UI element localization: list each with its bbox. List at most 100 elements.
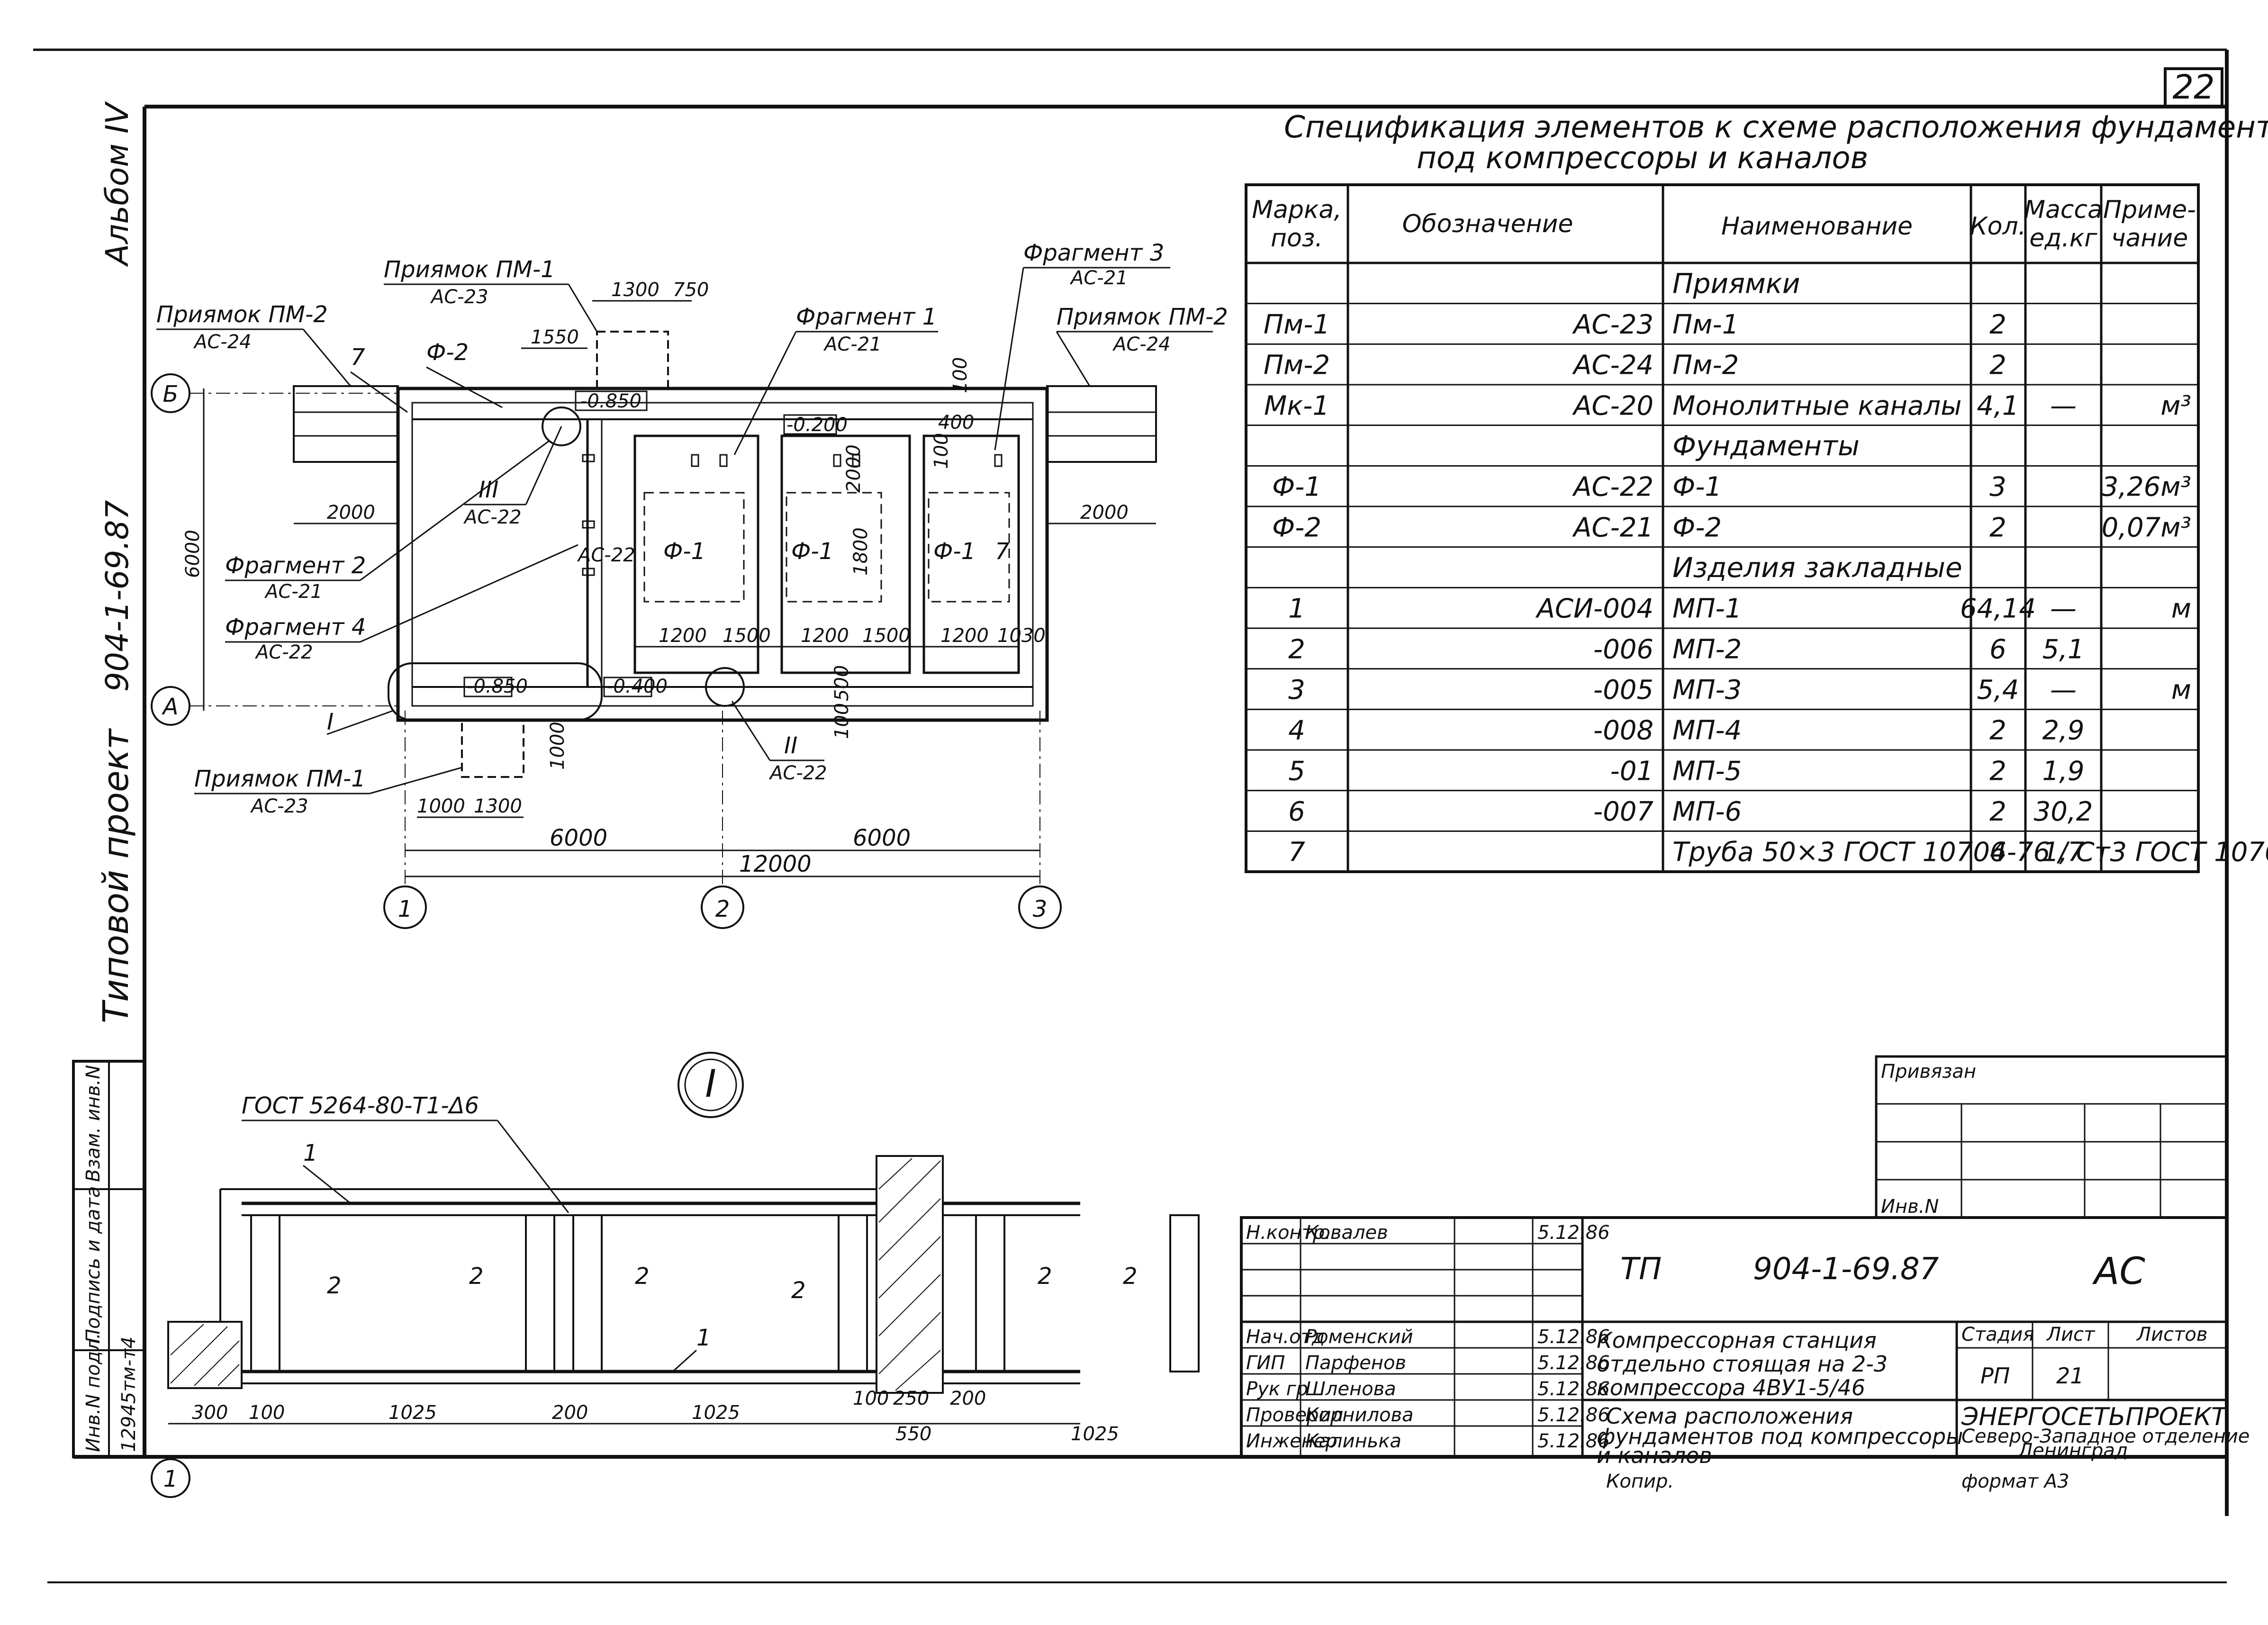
spec-cell-name: Труба 50×3 ГОСТ 10704-76 / Ст3 ГОСТ 1070… (1672, 837, 2268, 868)
spec-cell-name: МП-3 (1672, 675, 1742, 705)
dim-1300-bottom: 1300 (474, 795, 522, 817)
replace-inv-label: Взам. инв.N (82, 1065, 104, 1182)
sign-date-label: Подпись и дата (82, 1186, 104, 1343)
detail-dim-250: 250 (893, 1388, 929, 1409)
spec-cell-designation: АС-22 (1572, 472, 1654, 503)
detail-dim-100: 100 (249, 1402, 285, 1424)
spec-cell-mass: 30,2 (2034, 796, 2093, 827)
spec-cell-name: МП-2 (1672, 634, 1742, 665)
spec-cell-designation: АС-21 (1572, 512, 1654, 543)
spec-cell-note: м (2171, 594, 2191, 624)
spec-cell-qty: 2 (1989, 512, 2006, 543)
spec-cell-mass: 1,7 (2042, 837, 2084, 868)
callout-pm1-top: Приямок ПМ-1 (384, 256, 555, 283)
tb-role-label: Проверил (1246, 1404, 1343, 1426)
tb-sheet: 21 (2056, 1363, 2084, 1389)
callout-pos7a: 7 (351, 344, 365, 370)
dim-1000-vertical: 1000 (547, 722, 569, 770)
dim-6000-a: 6000 (550, 825, 607, 851)
tb-stage: РП (1980, 1363, 2010, 1389)
tb-stage-label: Стадия (1961, 1324, 2034, 1345)
callout-ac22: АС-22 (577, 544, 635, 566)
tb-role-date: 5.12.86 (1537, 1378, 1610, 1400)
tb-project-desc-2: отдельно стоящая на 2-3 (1597, 1351, 1888, 1377)
detail-mark-2-d: 2 (791, 1277, 806, 1304)
level-mark-4: -0.400 (606, 676, 668, 697)
spec-cell-name: Ф-1 (1672, 472, 1722, 503)
spec-cell-mark: Ф-2 (1272, 512, 1321, 543)
dim-2000-right: 2000 (1080, 502, 1129, 524)
dim-1200-a: 1200 (659, 625, 707, 647)
detail-dim-200-b: 200 (950, 1388, 986, 1409)
detail-section: I ГОСТ 5264-80-Т1-Δ6 (151, 1052, 1200, 1498)
spec-cell-mass: — (2050, 594, 2077, 624)
dim-1500-a: 1500 (723, 625, 771, 647)
stamp-box: Привязан Инв.N (1875, 1055, 2228, 1219)
tb-role-label: Инженер (1246, 1430, 1337, 1452)
spec-table: Спецификация элементов к схеме расположе… (1245, 110, 2268, 873)
callout-pm1-bottom: Приямок ПМ-1 (194, 766, 366, 792)
spec-cell-name: МП-4 (1672, 715, 1742, 746)
detail-dim-200: 200 (552, 1402, 588, 1424)
dim-1030: 1030 (997, 625, 1046, 647)
foundation-label-3: Ф-1 (933, 538, 976, 565)
hdr-mass-1: Масса (2024, 196, 2103, 224)
tb-role-label: Нач.отд (1246, 1326, 1325, 1348)
spec-cell-mass: — (2050, 390, 2077, 421)
spec-section-title: Изделия закладные (1672, 551, 1962, 584)
spec-cell-designation: -007 (1593, 796, 1654, 827)
hdr-qty: Кол. (1970, 212, 2026, 241)
dim-1200-b: 1200 (801, 625, 849, 647)
spec-cell-designation: -01 (1610, 756, 1654, 786)
spec-cell-mass: 5,1 (2042, 634, 2084, 665)
spec-cell-mark: Пм-1 (1264, 309, 1330, 340)
spec-cell-qty: 5,4 (1977, 675, 2019, 705)
detail-dim-1025-a: 1025 (389, 1402, 437, 1424)
tb-org-2: Северо-Западное отделение (1961, 1426, 2250, 1447)
detail-title: I (705, 1062, 716, 1106)
spec-cell-name: Пм-2 (1672, 350, 1739, 381)
callout-pm2-right: Приямок ПМ-2 (1057, 304, 1228, 330)
spec-cell-mark: 4 (1288, 715, 1305, 746)
tb-role-date: 5.12.86 (1537, 1326, 1610, 1348)
level-mark-2: -0.200 (786, 414, 848, 436)
album-label: Альбом IV (99, 101, 136, 267)
dim-2000-left: 2000 (327, 502, 375, 524)
hdr-mass-2: ед.кг (2029, 224, 2097, 253)
stamp-privyazan: Привязан (1881, 1061, 1976, 1083)
spec-cell-qty: 3 (1989, 472, 2006, 503)
axis-B: Б (163, 381, 179, 407)
tb-mark: АС (2092, 1250, 2145, 1293)
detail-dim-550: 550 (895, 1423, 931, 1445)
detail-mark-2-c: 2 (635, 1263, 650, 1290)
dim-1000: 1000 (417, 795, 465, 817)
spec-cell-designation: АС-23 (1572, 309, 1654, 340)
dim-12000: 12000 (739, 851, 812, 877)
callout-frag3: Фрагмент 3 (1023, 240, 1164, 266)
detail-mark-2-b: 2 (469, 1263, 484, 1290)
dim-100-b: 100 (931, 433, 952, 469)
spec-cell-qty: 2 (1989, 715, 2006, 746)
callout-f2: Ф-2 (426, 339, 469, 366)
callout-sec2-ref: АС-22 (768, 762, 827, 784)
spec-cell-note: м³ (2160, 390, 2191, 421)
detail-dim-1025-b: 1025 (692, 1402, 740, 1424)
dim-1300: 1300 (611, 279, 660, 301)
inv-value: 12945тм-т4 (118, 1336, 140, 1452)
dim-1200-c: 1200 (940, 625, 989, 647)
foundation-plan: Ф-1 Ф-1 Ф-1 -0.850 -0.200 -0.850 -0.400 (151, 240, 1228, 929)
project-code-label: 904-1-69.87 (99, 500, 136, 692)
tb-role-name: Роменский (1305, 1326, 1413, 1348)
spec-cell-qty: 4,1 (1977, 390, 2019, 421)
axis-1: 1 (398, 896, 413, 922)
dim-1500-b: 1500 (862, 625, 911, 647)
tb-format: формат А3 (1961, 1471, 2069, 1492)
foundation-label-2: Ф-1 (791, 538, 833, 565)
detail-mark-2-f: 2 (1123, 1263, 1138, 1290)
tb-role-name: Калинька (1305, 1430, 1401, 1452)
stamp-inv: Инв.N (1881, 1196, 1939, 1218)
detail-mark-1-bottom: 1 (696, 1325, 711, 1351)
spec-cell-name: МП-1 (1672, 594, 1742, 624)
